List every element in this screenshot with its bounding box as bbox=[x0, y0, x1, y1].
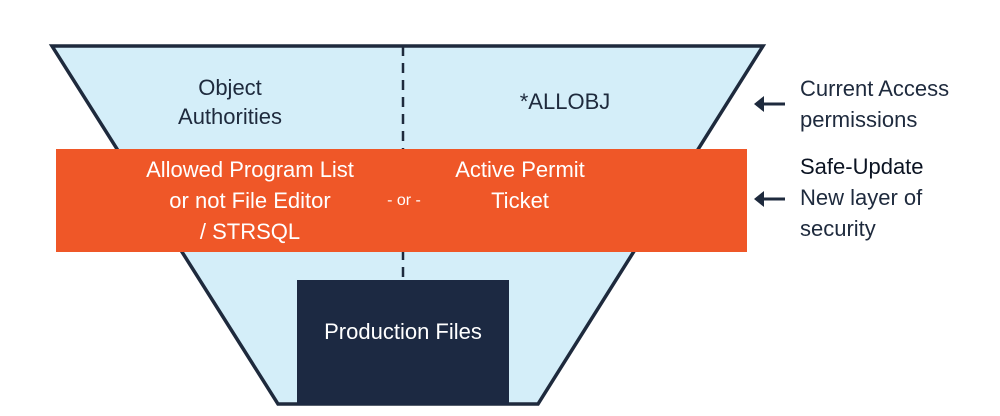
current-access-annotation: Current Access permissions bbox=[800, 76, 950, 133]
safe-update-line: security bbox=[800, 216, 876, 242]
safe-update-annotation: Safe-Update New layer of security bbox=[800, 151, 924, 245]
security-band bbox=[56, 149, 747, 252]
safe-update-line: New layer of bbox=[800, 185, 923, 211]
arrow-icon bbox=[754, 191, 785, 207]
allowed-program-list-label: Allowed Program List or not File Editor … bbox=[146, 157, 354, 244]
production-files-box bbox=[297, 280, 509, 405]
or-separator: - or - bbox=[387, 192, 421, 209]
object-authorities-label: Object Authorities bbox=[178, 75, 282, 129]
arrow-icon bbox=[754, 96, 785, 112]
production-files-label: Production Files bbox=[324, 319, 482, 344]
safe-update-title: Safe-Update bbox=[800, 154, 924, 179]
active-permit-ticket-label: Active Permit Ticket bbox=[455, 157, 585, 213]
allobj-label: *ALLOBJ bbox=[519, 89, 611, 114]
